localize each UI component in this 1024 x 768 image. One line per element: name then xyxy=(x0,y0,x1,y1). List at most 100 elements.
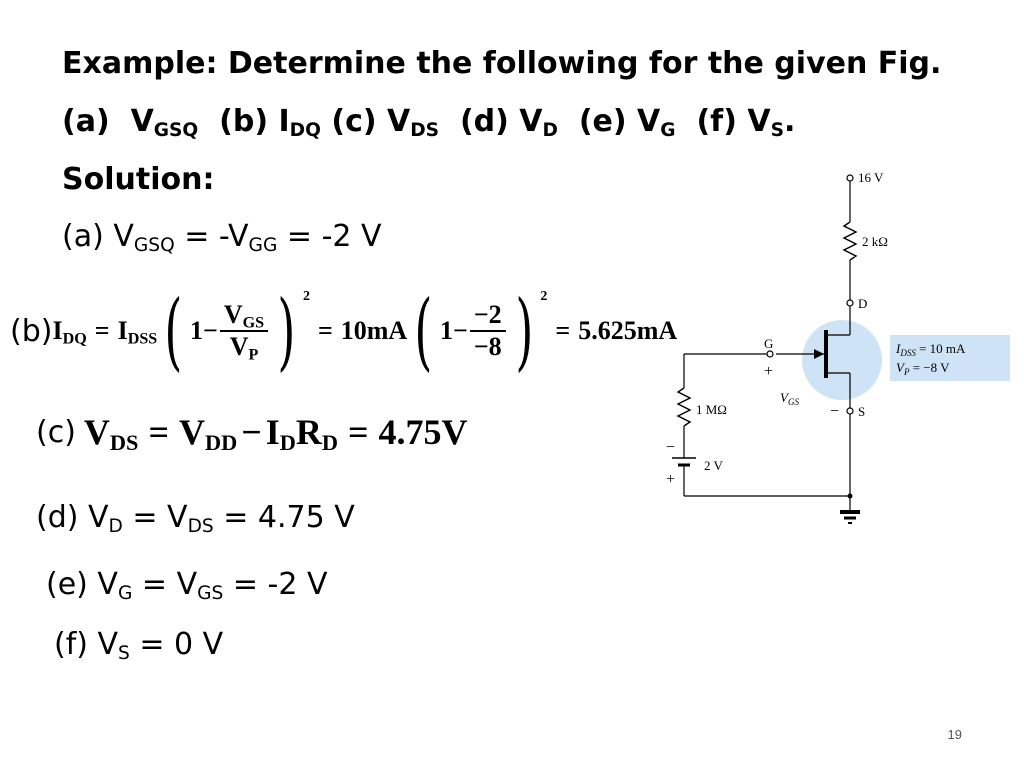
answer-b-label: (b) xyxy=(10,313,53,349)
answer-a-post: = -2 V xyxy=(277,219,382,254)
rd-sub: D xyxy=(321,430,338,456)
left-paren-1: ( xyxy=(164,282,183,380)
denominator-value: −8 xyxy=(473,332,502,361)
idss-sub: DSS xyxy=(127,330,158,348)
gate-label: G xyxy=(764,336,773,351)
one-1: 1 xyxy=(190,316,204,345)
answer-d: (d) VD = VDS = 4.75 V xyxy=(36,500,355,538)
drain-label: D xyxy=(858,296,867,311)
minus-1: − xyxy=(203,316,218,345)
right-paren-1: ) xyxy=(277,282,296,380)
answer-a-sub1: GSQ xyxy=(133,235,175,257)
gate-terminal xyxy=(766,350,774,358)
source-label: S xyxy=(858,404,865,419)
item-a: (a) xyxy=(62,104,110,139)
answer-f-pre: (f) V xyxy=(54,627,119,662)
item-a-sub: GSQ xyxy=(153,120,199,142)
item-e: (e) V xyxy=(578,104,661,139)
vdd-sub: DD xyxy=(204,430,238,456)
fraction-vgs-vp: VGS VP xyxy=(219,300,269,363)
rd-resistor xyxy=(842,221,858,261)
item-c-sub: DS xyxy=(410,120,440,142)
c-equals-1: = xyxy=(148,412,169,452)
vds-symbol: V xyxy=(83,412,110,452)
vdd-label: 16 V xyxy=(858,170,884,185)
exponent-1: 2 xyxy=(302,289,310,304)
source-terminal xyxy=(846,407,854,415)
rg-resistor xyxy=(676,387,692,427)
item-b-sub: DQ xyxy=(289,120,321,142)
vdd-symbol: V xyxy=(178,412,205,452)
rd-label: 2 kΩ xyxy=(862,234,888,249)
fraction-values: −2 −8 xyxy=(469,300,506,362)
parameter-box xyxy=(890,335,1010,381)
answer-d-sub1: D xyxy=(108,516,123,538)
idss-value: 10mA xyxy=(340,316,408,345)
drain-terminal xyxy=(846,299,854,307)
exponent-2: 2 xyxy=(540,289,548,304)
answer-d-mid: = V xyxy=(122,500,188,535)
answer-e-sub1: G xyxy=(117,583,133,605)
answer-c-equation: (c) VDS = VDD − ID RD = 4.75V xyxy=(36,406,467,458)
rg-label: 1 MΩ xyxy=(696,402,727,417)
question-items: (a) VGSQ (b) IDQ (c) VDS (d) VD (e) VG (… xyxy=(62,104,796,142)
answer-a-pre: (a) V xyxy=(62,219,134,254)
answer-d-sub2: DS xyxy=(187,516,214,538)
answer-f-sub1: S xyxy=(118,643,130,665)
item-b: (b) I xyxy=(219,104,290,139)
idss-symbol: I xyxy=(117,316,128,345)
answer-e: (e) VG = VGS = -2 V xyxy=(46,567,328,605)
item-f-end: . xyxy=(783,104,796,139)
minus-2: − xyxy=(452,316,468,345)
answer-d-post: = 4.75 V xyxy=(213,500,355,535)
id-symbol: I xyxy=(265,412,280,452)
gate-arrow xyxy=(814,349,824,359)
item-c: (c) V xyxy=(331,104,411,139)
answer-e-mid: = V xyxy=(132,567,198,602)
vgs-label: VGS xyxy=(780,390,799,407)
idq-result: 5.625mA xyxy=(578,316,678,345)
battery-minus: − xyxy=(666,439,675,456)
vp-param: VP = −8 V xyxy=(896,360,950,377)
answer-e-pre: (e) V xyxy=(46,567,118,602)
idq-symbol: I xyxy=(52,316,63,345)
vds-result: 4.75V xyxy=(378,412,468,452)
rd-symbol: R xyxy=(295,412,322,452)
vp-symbol: V xyxy=(229,332,249,361)
page-number: 19 xyxy=(947,727,962,742)
item-e-sub: G xyxy=(660,120,676,142)
source-minus: − xyxy=(830,403,839,420)
c-minus: − xyxy=(241,412,262,452)
slide-title: Example: Determine the following for the… xyxy=(62,46,942,81)
idq-sub: DQ xyxy=(62,330,87,348)
item-a-v: V xyxy=(130,104,154,139)
answer-e-post: = -2 V xyxy=(223,567,328,602)
vgs-sub: GS xyxy=(242,314,265,332)
item-d-sub: D xyxy=(542,120,558,142)
answer-e-sub2: GS xyxy=(197,583,224,605)
answer-f-post: = 0 V xyxy=(129,627,224,662)
answer-b-equation: (b) IDQ = IDSS ( 1 − VGS VP ) 2 = 10mA (… xyxy=(10,276,677,386)
solution-label: Solution: xyxy=(62,162,215,197)
numerator-value: −2 xyxy=(469,300,506,332)
idss-param: IDSS = 10 mA xyxy=(895,341,966,358)
vds-sub: DS xyxy=(109,430,139,456)
answer-c-label: (c) xyxy=(36,414,76,450)
answer-a: (a) VGSQ = -VGG = -2 V xyxy=(62,219,382,257)
answer-a-sub2: GG xyxy=(248,235,278,257)
item-f-sub: S xyxy=(770,120,784,142)
vgg-label: 2 V xyxy=(704,458,724,473)
vgs-symbol: V xyxy=(223,300,243,329)
gate-plus: + xyxy=(764,363,773,380)
item-f: (f) V xyxy=(696,104,771,139)
equals-2: = xyxy=(317,316,333,345)
c-equals-2: = xyxy=(347,412,369,452)
answer-d-pre: (d) V xyxy=(36,500,109,535)
answer-a-mid: = -V xyxy=(174,219,249,254)
vdd-terminal xyxy=(846,174,854,182)
item-d: (d) V xyxy=(459,104,543,139)
battery-plus: + xyxy=(666,471,675,488)
one-2: 1 xyxy=(439,316,453,345)
jfet-circuit-diagram: 16 V 2 kΩ D G + VGS S − 1 MΩ − 2 V + IDS… xyxy=(666,170,1010,524)
id-sub: D xyxy=(279,430,296,456)
